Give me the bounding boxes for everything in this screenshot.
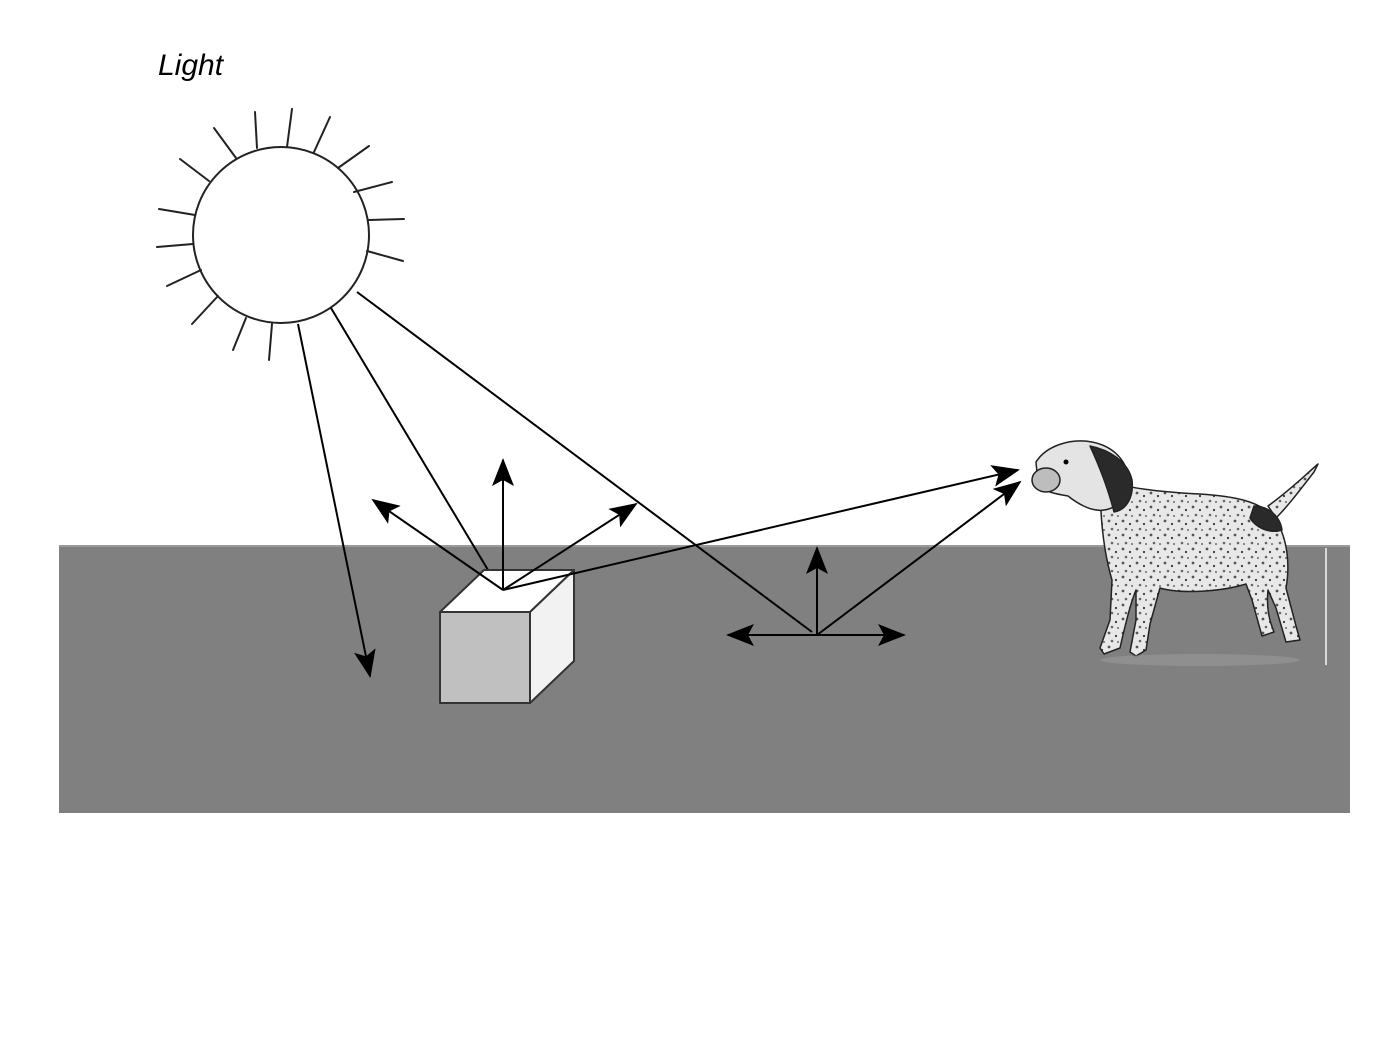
cube-front: [439, 611, 531, 704]
cube-reflection-arrows: [371, 458, 1020, 591]
dog-ear: [1089, 445, 1134, 513]
dog-body: [1099, 477, 1301, 657]
dog-eye: [1063, 459, 1069, 465]
light-label: Light: [158, 49, 225, 82]
ray-to-ground-center: [356, 291, 813, 633]
dog-observer: [1031, 440, 1319, 657]
ray-ground-to-dog: [816, 480, 1022, 636]
ray-cube-to-dog: [502, 465, 1020, 591]
ray-to-cube: [330, 307, 501, 591]
sun-icon: [156, 108, 405, 361]
cube-side: [529, 569, 575, 704]
ray-to-ground-left: [297, 323, 376, 678]
incident-rays: [297, 291, 813, 678]
dog-muzzle: [1031, 467, 1061, 493]
dog-tail: [1267, 463, 1319, 519]
dog-shadow: [1100, 654, 1300, 666]
dog-hip-patch: [1249, 505, 1283, 532]
ground-reflection-arrows: [726, 480, 1022, 646]
